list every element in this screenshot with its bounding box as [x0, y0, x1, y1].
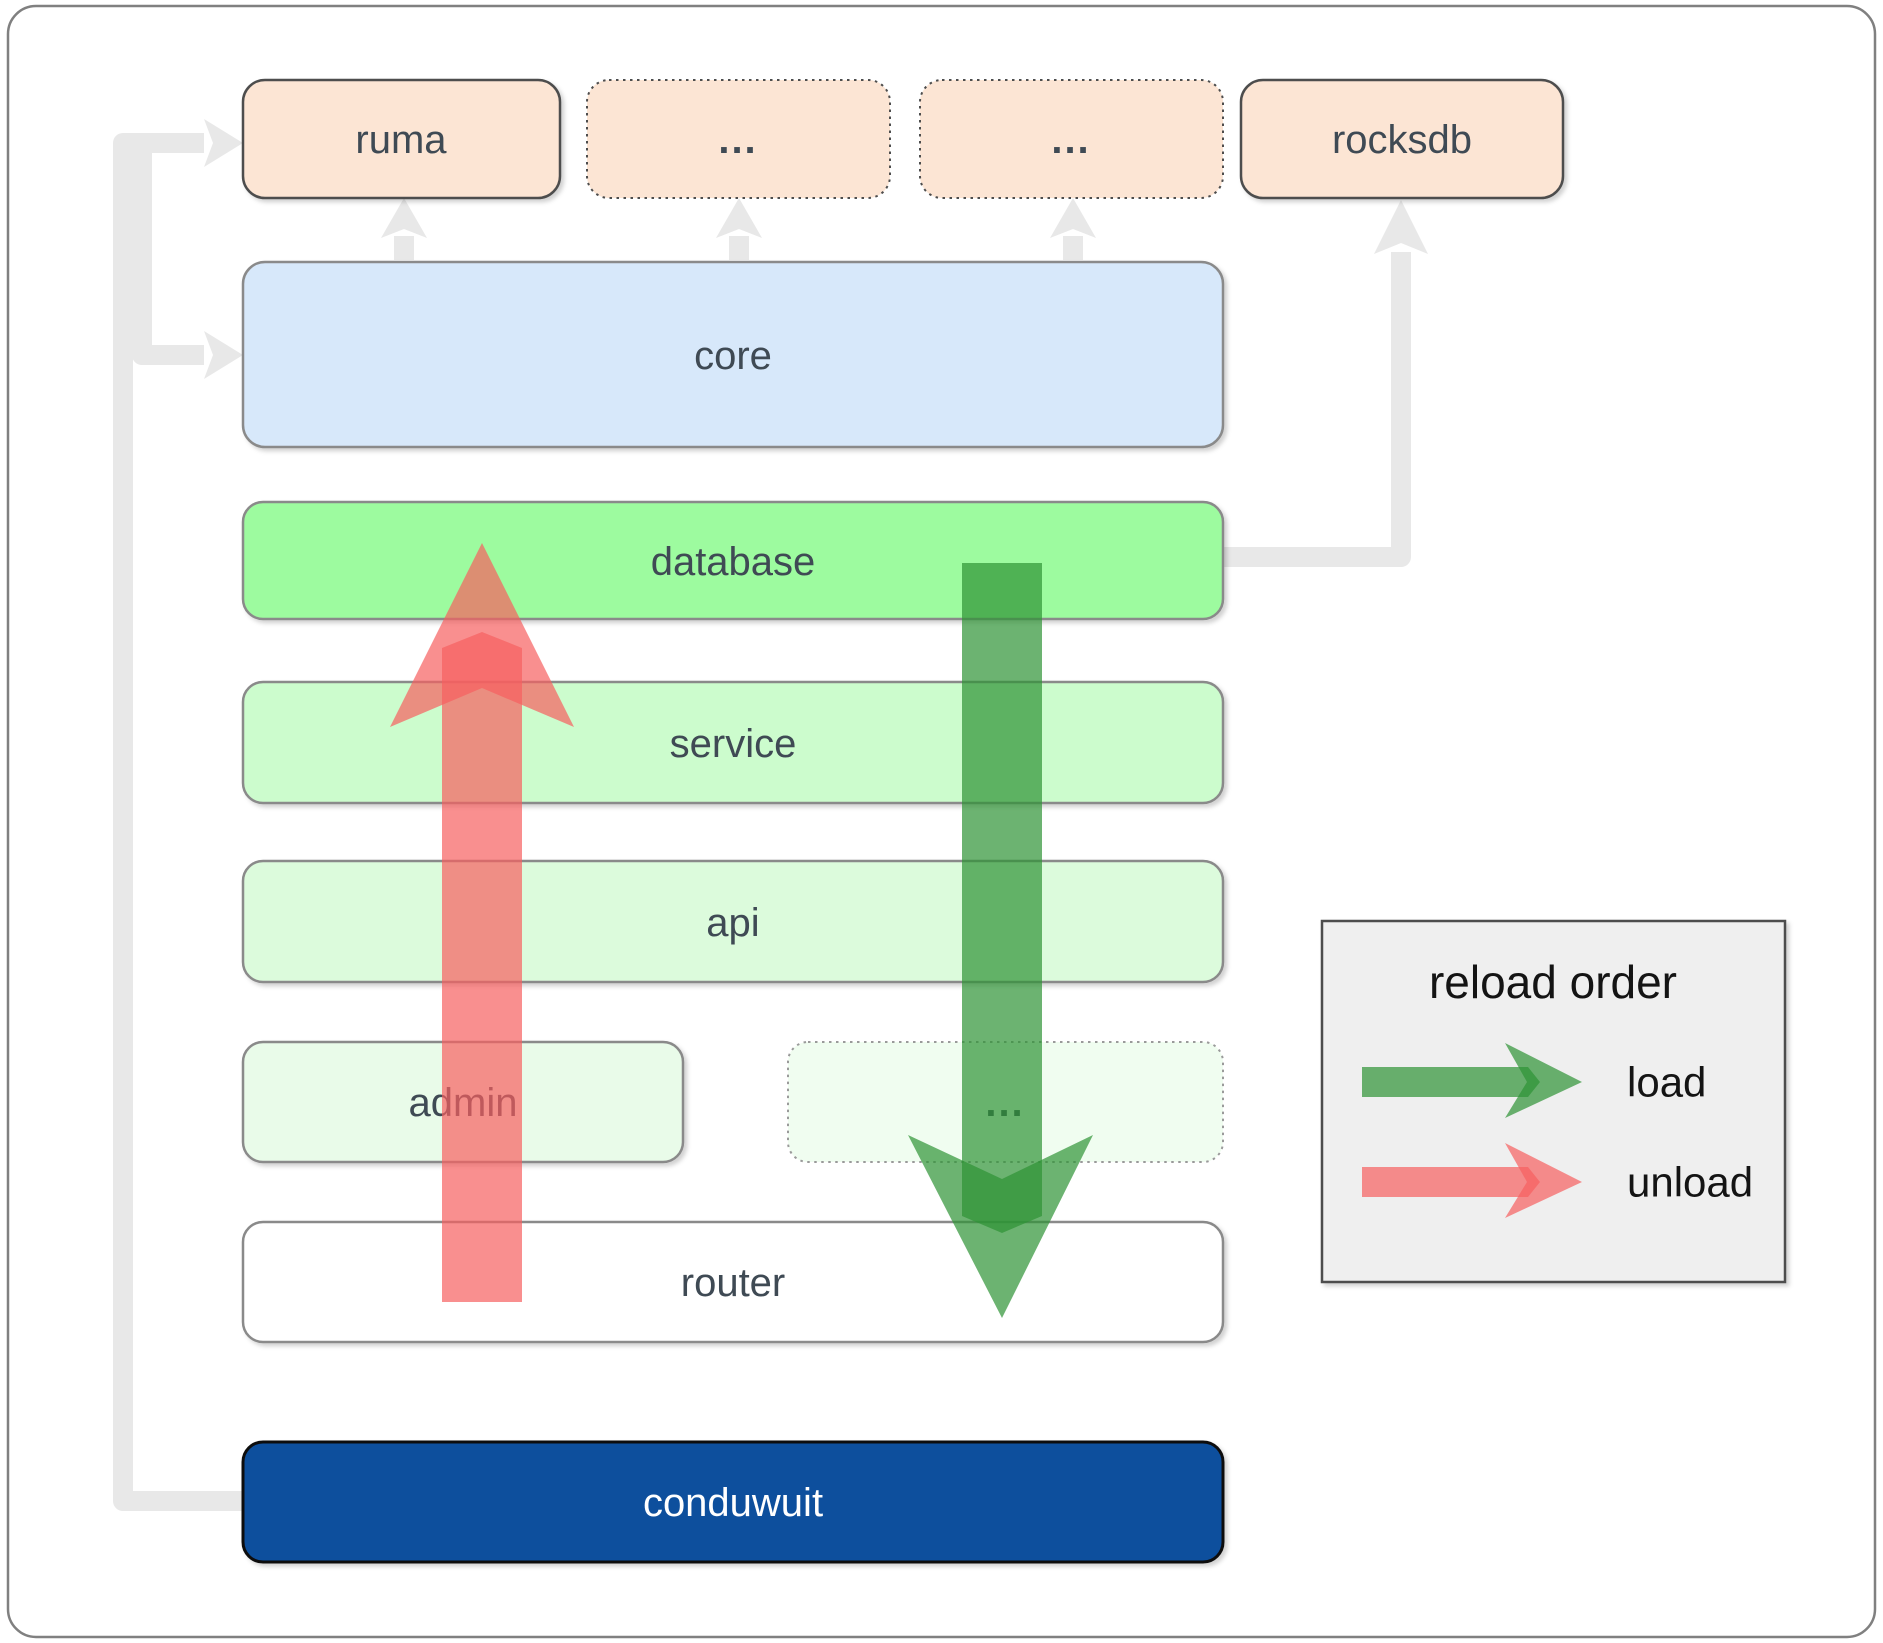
- box-rocksdb: [1239, 78, 1565, 200]
- legend-load-arrow-icon: [1505, 1043, 1582, 1118]
- legend-unload-arrow-shaft: [1362, 1167, 1540, 1197]
- connector-database-to-rocksdb: [1223, 252, 1411, 567]
- legend-unload-arrow-icon: [1505, 1143, 1582, 1218]
- box-core: [241, 260, 1225, 449]
- box-rocksdb-label: rocksdb: [1332, 118, 1472, 162]
- connector-arrowhead-up-3: [1050, 198, 1096, 238]
- box-router-label: router: [681, 1261, 786, 1305]
- unload-arrow-head-icon: [390, 543, 574, 727]
- connector-arrowhead-core: [204, 331, 243, 379]
- legend: reload order load unload: [1320, 919, 1787, 1284]
- unload-arrow-shaft: [442, 632, 522, 1302]
- load-arrow-shaft: [962, 563, 1042, 1233]
- legend-load-label: load: [1627, 1059, 1706, 1106]
- box-database-label: database: [651, 540, 816, 584]
- box-api-label: api: [706, 901, 759, 945]
- box-ruma: [241, 78, 562, 200]
- box-conduwuit-label: conduwuit: [643, 1481, 823, 1525]
- box-ruma-label: ruma: [355, 118, 447, 162]
- connector-conduwuit-to-core: [132, 153, 204, 365]
- connector-group: [113, 119, 1428, 1511]
- box-core-label: core: [694, 334, 772, 378]
- connector-conduwuit-to-ruma: [113, 133, 243, 1511]
- box-deps-more-2: [919, 79, 1224, 199]
- load-arrow-head-icon: [908, 1135, 1093, 1318]
- box-conduwuit: [241, 1440, 1225, 1564]
- legend-unload-label: unload: [1627, 1159, 1753, 1206]
- reload-arrows: [390, 543, 1093, 1318]
- connector-arrowhead-ruma: [204, 119, 243, 167]
- box-deps-more-2-label: ...: [1051, 118, 1090, 162]
- box-deps-more-1-label: ...: [718, 118, 757, 162]
- legend-load-arrow-shaft: [1362, 1067, 1540, 1097]
- legend-title: reload order: [1429, 956, 1677, 1008]
- legend-box: [1320, 919, 1787, 1284]
- box-service-label: service: [670, 722, 797, 766]
- box-deps-more-1: [586, 79, 891, 199]
- connector-arrowhead-up-2: [716, 198, 762, 238]
- connector-arrowhead-rocksdb: [1374, 200, 1428, 254]
- diagram-container: [6, 4, 1877, 1639]
- connector-arrowhead-up-1: [381, 198, 427, 238]
